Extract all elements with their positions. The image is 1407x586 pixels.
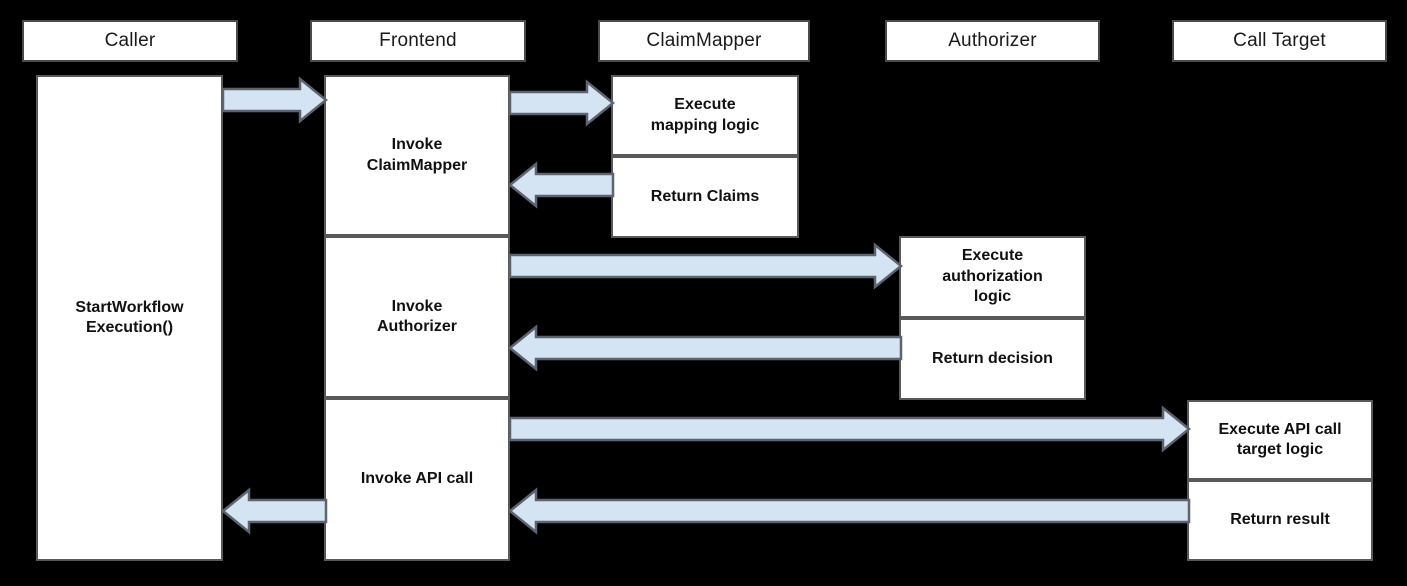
message-arrow-caller-to-frontend[interactable] (220, 76, 329, 124)
arrow-icon (508, 79, 615, 127)
activation-label: Return decision (932, 349, 1053, 367)
arrow-icon (221, 76, 328, 124)
message-arrow-mapper-to-frontend[interactable] (507, 161, 616, 209)
activation-fe-invoke-api[interactable]: Invoke API call (324, 398, 510, 561)
arrow-icon (508, 405, 1191, 453)
arrow-icon (508, 242, 903, 290)
activation-cm-execute-mapping[interactable]: Execute mapping logic (611, 75, 799, 156)
lane-header-authorizer[interactable]: Authorizer (885, 20, 1100, 62)
activation-label: Execute API call target logic (1218, 420, 1342, 458)
activation-label: Invoke ClaimMapper (366, 136, 468, 174)
activation-label: Return result (1230, 511, 1330, 529)
message-arrow-target-to-frontend[interactable] (507, 487, 1192, 535)
activation-fe-invoke-authz[interactable]: Invoke Authorizer (324, 236, 510, 398)
lane-header-caller[interactable]: Caller (22, 20, 238, 62)
activation-ct-execute-target[interactable]: Execute API call target logic (1187, 400, 1373, 480)
message-arrow-frontend-to-mapper[interactable] (507, 79, 616, 127)
activation-label: StartWorkflow Execution() (75, 298, 184, 336)
activation-ct-return-result[interactable]: Return result (1187, 480, 1373, 561)
arrow-icon (508, 161, 615, 209)
activation-az-execute-authz[interactable]: Execute authorization logic (899, 236, 1086, 318)
arrow-icon (508, 487, 1191, 535)
activation-caller-start[interactable]: StartWorkflow Execution() (36, 75, 223, 561)
activation-label: Execute mapping logic (650, 96, 760, 134)
activation-fe-invoke-mapper[interactable]: Invoke ClaimMapper (324, 75, 510, 236)
message-arrow-frontend-to-target[interactable] (507, 405, 1192, 453)
lane-header-claimmapper[interactable]: ClaimMapper (598, 20, 810, 62)
activation-az-return-decision[interactable]: Return decision (899, 318, 1086, 400)
lane-header-frontend[interactable]: Frontend (310, 20, 526, 62)
activation-label: Invoke Authorizer (377, 297, 457, 335)
message-arrow-frontend-to-caller[interactable] (220, 487, 329, 535)
message-arrow-authorizer-to-frontend[interactable] (507, 324, 904, 372)
activation-label: Execute authorization logic (942, 247, 1043, 306)
activation-label: Return Claims (650, 187, 760, 205)
arrow-icon (221, 487, 328, 535)
message-arrow-frontend-to-authorizer[interactable] (507, 242, 904, 290)
arrow-icon (508, 324, 903, 372)
activation-cm-return-claims[interactable]: Return Claims (611, 156, 799, 238)
activation-label: Invoke API call (360, 470, 474, 488)
lane-header-calltarget[interactable]: Call Target (1172, 20, 1387, 62)
